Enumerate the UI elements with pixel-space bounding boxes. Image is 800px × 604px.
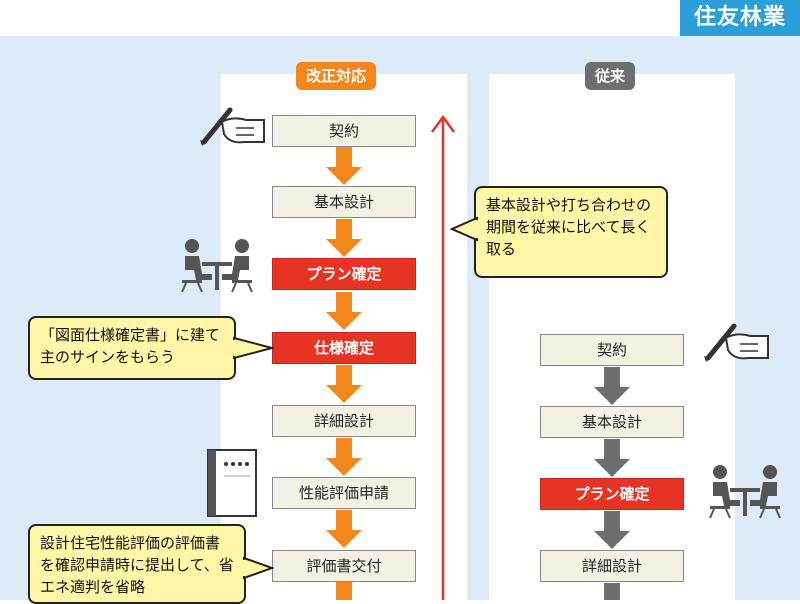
callout-evaluation-submission: 設計住宅性能評価の評価書を確認申請時に提出して、省エネ適判を省略	[28, 524, 246, 604]
flow-arrow	[326, 438, 362, 476]
callout-spec-signature: 「図面仕様確定書」に建て主のサインをもらう	[28, 316, 236, 380]
conventional-step-contract: 契約	[540, 334, 684, 366]
conventional-step-detailed-design: 詳細設計	[540, 550, 684, 582]
conventional-step-basic-design: 基本設計	[540, 406, 684, 438]
step-detailed-design: 詳細設計	[272, 405, 416, 437]
callout-period-text: 基本設計や打ち合わせの期間を従来に比べて長く取る	[486, 196, 652, 258]
step-spec-confirm: 仕様確定	[272, 332, 416, 364]
brand-label: 住友林業	[679, 0, 800, 36]
pen-hand-icon	[200, 107, 265, 146]
callout-pointer	[450, 216, 478, 242]
step-contract: 契約	[272, 115, 416, 147]
conventional-flow-arrow	[594, 439, 630, 477]
document-icon	[207, 449, 257, 517]
timeline-arrow	[430, 114, 456, 600]
meeting-icon	[181, 239, 253, 293]
flow-arrow	[336, 582, 352, 600]
meeting-icon	[709, 465, 781, 519]
step-basic-design: 基本設計	[272, 186, 416, 218]
flow-arrow	[326, 365, 362, 403]
flow-arrow	[326, 292, 362, 330]
callout-pointer	[232, 336, 274, 360]
flow-arrow	[326, 510, 362, 548]
callout-longer-period: 基本設計や打ち合わせの期間を従来に比べて長く取る	[474, 186, 668, 278]
header-revised: 改正対応	[296, 62, 377, 90]
conventional-flow-arrow	[594, 511, 630, 549]
callout-spec-text: 「図面仕様確定書」に建て主のサインをもらう	[40, 326, 221, 366]
flow-arrow	[326, 219, 362, 257]
conventional-step-plan-confirm: プラン確定	[540, 478, 684, 510]
callout-evaluation-text: 設計住宅性能評価の評価書を確認申請時に提出して、省エネ適判を省略	[40, 534, 234, 596]
step-performance-application: 性能評価申請	[272, 477, 416, 509]
conventional-flow-arrow	[594, 367, 630, 405]
flow-arrow	[326, 147, 362, 185]
conventional-flow-arrow	[604, 583, 620, 600]
step-plan-confirm: プラン確定	[272, 258, 416, 290]
callout-pointer	[242, 556, 274, 580]
header-conventional: 従来	[585, 62, 636, 90]
step-evaluation-issued: 評価書交付	[272, 550, 416, 582]
pen-hand-icon	[704, 323, 769, 362]
